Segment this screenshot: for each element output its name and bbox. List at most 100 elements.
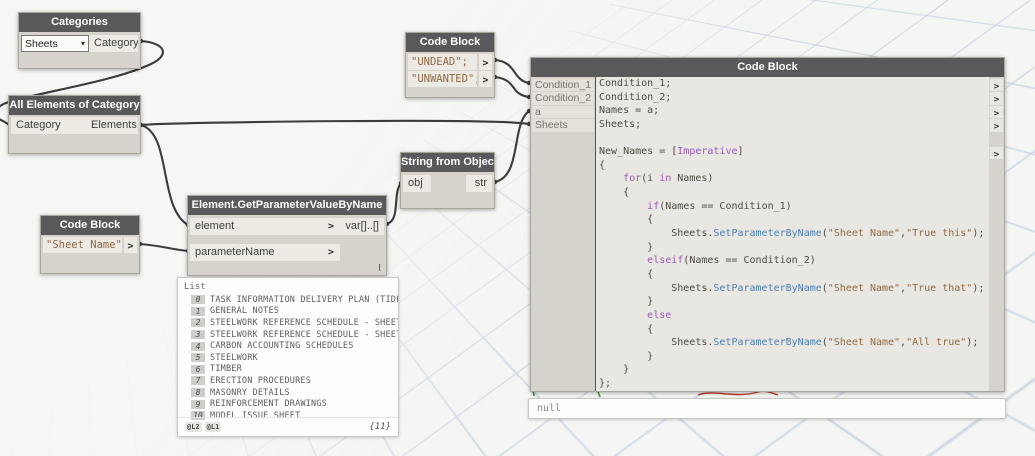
list-item-index: 2 bbox=[191, 318, 205, 328]
wire-elements-to-sheets[interactable] bbox=[139, 119, 531, 127]
node-code-block-sheet-name[interactable]: Code Block "Sheet Name"; > bbox=[40, 215, 140, 274]
node-all-elements-header[interactable]: All Elements of Category bbox=[9, 96, 140, 115]
node-getparam-header[interactable]: Element.GetParameterValueByName bbox=[188, 196, 386, 215]
lacing-indicator[interactable]: I bbox=[378, 263, 381, 274]
list-item-text: TASK INFORMATION DELIVERY PLAN (TIDP bbox=[210, 294, 398, 305]
node-categories[interactable]: Categories Sheets ▾ Category bbox=[18, 12, 141, 69]
wire-unwanted-to-condition2[interactable] bbox=[493, 75, 531, 99]
list-item-index: 5 bbox=[191, 353, 205, 363]
code-line-sheet-name[interactable]: "Sheet Name"; bbox=[43, 237, 122, 253]
code-line: { bbox=[599, 159, 606, 171]
port-category-input[interactable]: Category bbox=[11, 117, 86, 134]
port-arrow-icon: > bbox=[482, 75, 489, 86]
node-string-from-object-header[interactable]: String from Object bbox=[401, 153, 494, 172]
list-item-index: 1 bbox=[191, 306, 205, 316]
list-item-text: MASONRY DETAILS bbox=[210, 387, 290, 398]
code-line: Condition_2; bbox=[599, 91, 672, 103]
node-string-from-object-body: obj str bbox=[401, 172, 494, 208]
port-arrow-icon: > bbox=[993, 122, 1000, 133]
wire-sheetname-to-parametername[interactable] bbox=[138, 242, 190, 253]
list-level-badge[interactable]: @L2 bbox=[185, 422, 202, 432]
wire-str-to-a[interactable] bbox=[493, 109, 531, 184]
code-line: Sheets.SetParameterByName("Sheet Name","… bbox=[599, 282, 985, 294]
port-arrow-icon: > bbox=[327, 247, 334, 258]
port-arrow-icon: > bbox=[993, 108, 1000, 119]
port-input-a[interactable]: a bbox=[532, 105, 594, 119]
list-item-index: 3 bbox=[191, 330, 205, 340]
list-item-index: 0 bbox=[191, 295, 205, 305]
code-line: } bbox=[599, 350, 654, 362]
port-output-line-6[interactable]: > bbox=[990, 146, 1003, 160]
port-output-line-2[interactable]: > bbox=[990, 92, 1003, 105]
category-dropdown[interactable]: Sheets ▾ bbox=[21, 35, 89, 52]
node-element-getparametervaluebyname[interactable]: Element.GetParameterValueByName element … bbox=[187, 195, 387, 276]
node-categories-body: Sheets ▾ Category bbox=[19, 32, 140, 68]
port-element-label: element bbox=[195, 220, 235, 232]
code-line: } bbox=[599, 364, 630, 376]
node-all-elements-of-category[interactable]: All Elements of Category Category Elemen… bbox=[8, 95, 141, 154]
port-sheet-name-output[interactable]: > bbox=[124, 237, 137, 253]
list-item: 8 MASONRY DETAILS bbox=[191, 387, 398, 399]
port-arrow-icon: > bbox=[327, 221, 334, 232]
list-level-badge[interactable]: @L1 bbox=[204, 422, 222, 432]
code-line: { bbox=[599, 323, 654, 335]
list-item-text: STEELWORK bbox=[210, 352, 258, 363]
port-categories-output[interactable]: Category bbox=[89, 35, 138, 52]
node-categories-header[interactable]: Categories bbox=[19, 13, 140, 32]
node-string-from-object[interactable]: String from Object obj str bbox=[400, 152, 495, 209]
port-unwanted-output[interactable]: > bbox=[479, 71, 492, 87]
port-arrow-icon: > bbox=[993, 95, 1000, 106]
code-line: Names = a; bbox=[599, 105, 660, 117]
list-item-text: GENERAL NOTES bbox=[210, 306, 280, 317]
port-str-output[interactable]: str bbox=[466, 175, 492, 192]
chevron-down-icon: ▾ bbox=[80, 39, 85, 48]
list-item-text: STEELWORK REFERENCE SCHEDULE - SHEET bbox=[210, 329, 398, 340]
port-arrow-icon: > bbox=[993, 149, 1000, 160]
node-code-block-conditions[interactable]: Code Block "UNDEAD"; > "UNWANTED"; > bbox=[405, 32, 495, 98]
node-all-elements-body: Category Elements bbox=[9, 115, 140, 153]
port-input-condition_2[interactable]: Condition_2 bbox=[532, 92, 594, 105]
code-line-undead[interactable]: "UNDEAD"; bbox=[408, 54, 477, 70]
code-line: Sheets.SetParameterByName("Sheet Name","… bbox=[599, 228, 985, 240]
port-var-output[interactable]: var[]..[] bbox=[340, 218, 384, 235]
list-item-text: TIMBER bbox=[210, 364, 242, 375]
port-undead-output[interactable]: > bbox=[479, 54, 492, 70]
code-line-unwanted[interactable]: "UNWANTED"; bbox=[408, 71, 477, 87]
port-obj-input[interactable]: obj bbox=[403, 175, 431, 192]
port-parametername-input[interactable]: parameterName > bbox=[190, 244, 340, 261]
port-output-line-4[interactable]: > bbox=[990, 119, 1003, 132]
code-line: Sheets; bbox=[599, 118, 642, 130]
code-line: } bbox=[599, 241, 654, 253]
port-output-line-1[interactable]: > bbox=[990, 78, 1003, 92]
list-footer: @L2@L1 {11} bbox=[178, 417, 398, 436]
port-arrow-icon: > bbox=[482, 58, 489, 69]
list-item: 3 STEELWORK REFERENCE SCHEDULE - SHEET bbox=[191, 329, 398, 341]
node-code-block-sheet-name-header[interactable]: Code Block bbox=[41, 216, 139, 235]
port-output-line-3[interactable]: > bbox=[990, 105, 1003, 119]
node-code-block-main-header[interactable]: Code Block bbox=[531, 58, 1004, 77]
null-preview-bubble[interactable]: null bbox=[528, 398, 1006, 419]
wire-undead-to-condition1[interactable] bbox=[493, 58, 531, 85]
code-block-main-code[interactable]: Condition_1;Condition_2;Names = a;Sheets… bbox=[595, 77, 989, 391]
port-element-input[interactable]: element > bbox=[190, 218, 340, 235]
list-item-index: 9 bbox=[191, 399, 205, 409]
list-item: 0 TASK INFORMATION DELIVERY PLAN (TIDP bbox=[191, 294, 398, 306]
list-item-index: 7 bbox=[191, 376, 205, 386]
port-elements-output[interactable]: Elements bbox=[86, 117, 138, 134]
list-item: 5 STEELWORK bbox=[191, 352, 398, 364]
code-line: else bbox=[647, 309, 672, 321]
port-input-sheets[interactable]: Sheets bbox=[532, 119, 594, 133]
list-item-index: 8 bbox=[191, 388, 205, 398]
wire-elements-to-element[interactable] bbox=[139, 123, 190, 227]
wire-var-to-obj[interactable] bbox=[385, 181, 403, 226]
node-code-block-conditions-header[interactable]: Code Block bbox=[406, 33, 494, 52]
port-input-condition_1[interactable]: Condition_1 bbox=[532, 78, 594, 92]
